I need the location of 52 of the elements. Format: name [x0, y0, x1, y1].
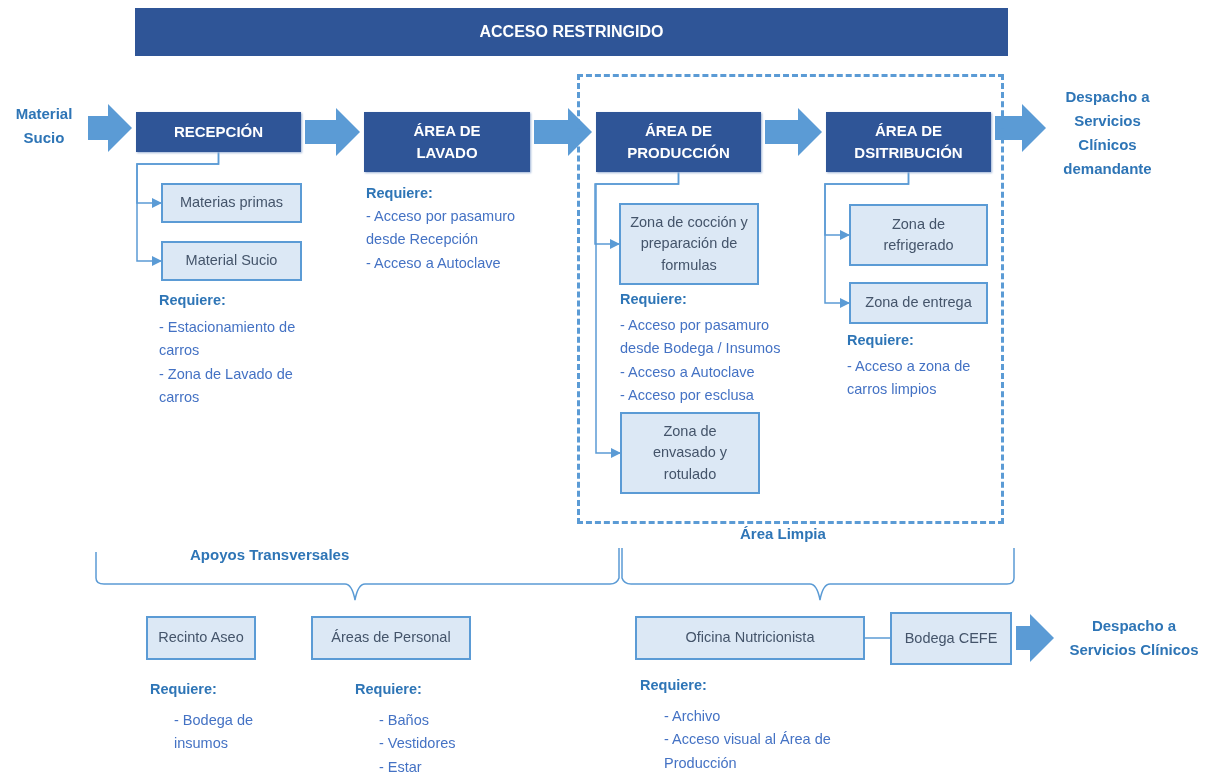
- block-arrow: [995, 104, 1046, 152]
- requirement-heading: Requiere:: [150, 680, 218, 699]
- requirement-item: - Baños: [378, 711, 430, 731]
- block-arrow: [305, 108, 360, 156]
- process-box: RECEPCIÓN: [136, 112, 301, 152]
- requirement-heading: Requiere:: [640, 676, 708, 695]
- process-box: ÁREA DE LAVADO: [364, 112, 530, 172]
- arrow: [824, 171, 910, 308]
- process-box: ÁREA DE DSITRIBUCIÓN: [826, 112, 991, 172]
- requirement-heading: Requiere:: [366, 184, 434, 203]
- block-arrow: [1016, 614, 1054, 662]
- requirement-heading: Requiere:: [620, 290, 688, 309]
- requirement-item: - Acceso por pasamuro desde Recepción: [366, 207, 517, 250]
- zone-box: Bodega CEFE: [890, 612, 1012, 665]
- process-box: ÁREA DE PRODUCCIÓN: [596, 112, 761, 172]
- requirement-item: - Bodega de insumos: [173, 711, 254, 754]
- zone-box: Oficina Nutricionista: [635, 616, 865, 660]
- group-label: Área Limpia: [740, 525, 826, 542]
- flow-label: Material Sucio: [4, 103, 84, 148]
- zone-box: Zona de cocción y preparación de formulas: [619, 203, 759, 285]
- requirement-item: - Estacionamiento de carros: [159, 318, 297, 361]
- banner: ACCESO RESTRINGIDO: [135, 8, 1008, 56]
- arrow: [595, 171, 680, 458]
- requirement-item: - Archivo: [663, 707, 722, 727]
- zone-box: Áreas de Personal: [311, 616, 471, 660]
- requirement-item: - Acceso visual al Área de Producción: [663, 730, 832, 773]
- connector-line: [864, 637, 891, 639]
- block-arrow: [765, 108, 822, 156]
- requirement-item: - Estar: [378, 757, 423, 776]
- requirement-item: - Acceso a Autoclave: [620, 362, 756, 382]
- flow-label: Despacho a Servicios Clínicos demandante: [1050, 85, 1165, 180]
- requirement-item: - Acceso a Autoclave: [366, 253, 502, 273]
- block-arrow: [88, 104, 132, 152]
- zone-box: Recinto Aseo: [146, 616, 256, 660]
- requirement-item: - Acceso por pasamuro desde Bodega / Insumos: [620, 316, 782, 359]
- zone-box: Materias primas: [161, 183, 302, 223]
- requirement-heading: Requiere:: [847, 331, 915, 350]
- flow-label: Despacho a Servicios Clínicos: [1058, 612, 1210, 664]
- requirement-heading: Requiere:: [355, 680, 423, 699]
- requirement-heading: Requiere:: [159, 291, 227, 310]
- block-arrow: [534, 108, 592, 156]
- requirement-item: - Acceso por esclusa: [620, 385, 755, 405]
- zone-box: Zona de refrigerado: [849, 204, 988, 266]
- zone-box: Zona de entrega: [849, 282, 988, 324]
- requirement-item: - Zona de Lavado de carros: [159, 364, 294, 407]
- dashed-area-frame: [577, 74, 1004, 524]
- requirement-item: - Vestidores: [378, 734, 457, 754]
- zone-box: Material Sucio: [161, 241, 302, 281]
- arrow: [136, 151, 220, 266]
- zone-box: Zona de envasado y rotulado: [620, 412, 760, 494]
- requirement-item: - Acceso a zona de carros limpios: [847, 357, 972, 400]
- group-label: Apoyos Transversales: [190, 546, 350, 563]
